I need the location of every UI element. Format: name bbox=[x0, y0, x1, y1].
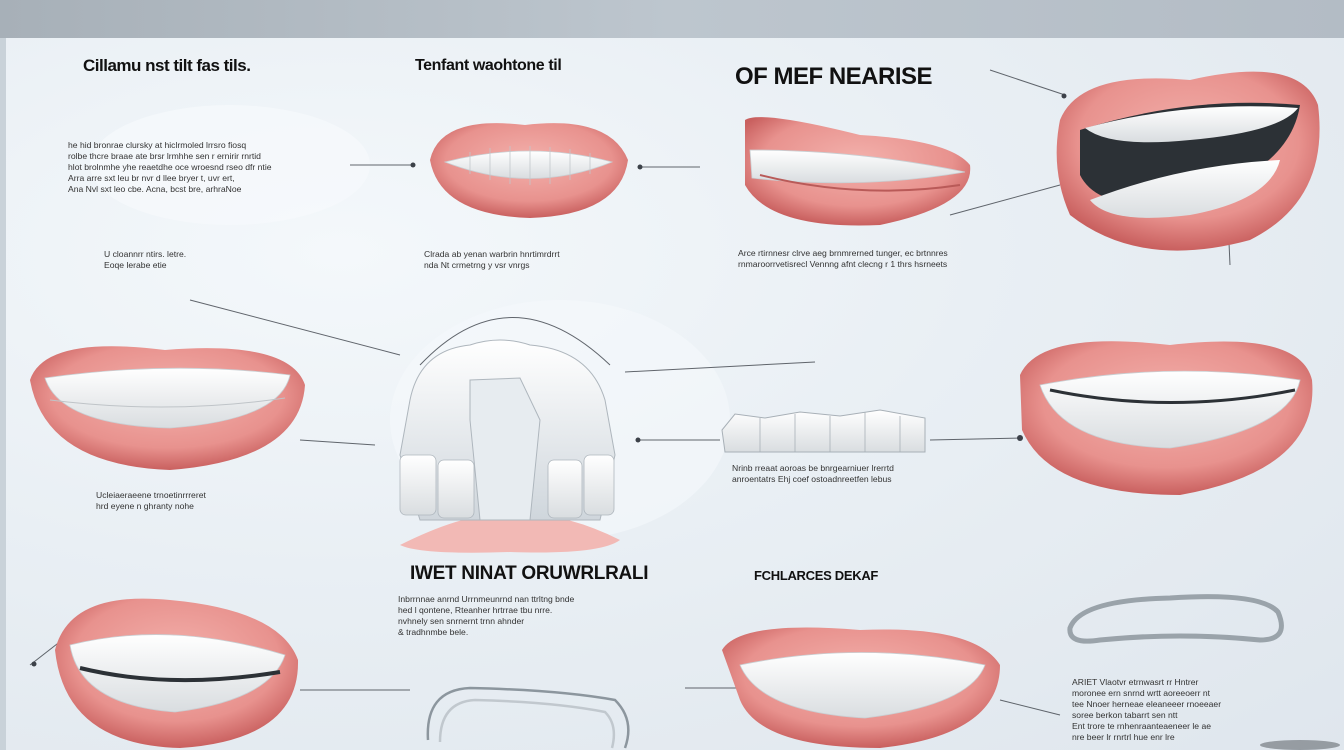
wire-loop-icon bbox=[1067, 594, 1284, 644]
title-top-left: Cillamu nst tilt fas tils. bbox=[83, 56, 251, 75]
note-bottom-right: ARIET Vlaotvr etrnwasrt rr Hntrer morone… bbox=[1072, 677, 1222, 742]
note-middle-right: Nrinb rreaat aoroas be bnrgearniuer lrer… bbox=[732, 463, 894, 484]
mouth-side-icon bbox=[745, 117, 971, 226]
mouth-left-icon bbox=[30, 346, 305, 470]
note-top-left: he hid bronrae clursky at hiclrmoled lrr… bbox=[68, 140, 272, 194]
window-top-bar bbox=[0, 0, 1344, 38]
mouth-open-icon bbox=[1056, 71, 1320, 251]
window-left-edge bbox=[0, 38, 6, 750]
title-top-middle: Tenfant waohtone til bbox=[415, 57, 562, 74]
mouth-lower-left-icon bbox=[55, 598, 299, 748]
note-bottom-middle: Inbrrnnae anrnd Urrnmeunrnd nan ttrltng … bbox=[398, 594, 575, 637]
note-left-caption: U cloannrr ntirs. letre. Eoqe lerabe eti… bbox=[104, 249, 187, 270]
retainer-wire-icon bbox=[426, 686, 630, 749]
aligner-tray-icon bbox=[399, 339, 620, 553]
title-main-heading: OF MEF NEARISE bbox=[735, 63, 933, 90]
mouth-lower-mid-icon bbox=[722, 627, 1000, 748]
mouth-front-icon bbox=[430, 123, 628, 218]
tooth-row-icon bbox=[721, 409, 926, 453]
note-top-middle: Clrada ab yenan warbrin hnrtimrdrrt nda … bbox=[424, 249, 560, 270]
title-bottom-right: FCHLARCES DEKAF bbox=[754, 568, 879, 583]
note-middle-left: Ucleiaeraeene trnoetinrrreret hrd eyene … bbox=[96, 490, 206, 511]
mouth-right-icon bbox=[1020, 341, 1313, 495]
note-top-right: Arce rtirnnesr clrve aeg brnmrerned tung… bbox=[738, 248, 948, 269]
title-bottom-middle: IWET NINAT ORUWRLRALI bbox=[410, 563, 649, 584]
